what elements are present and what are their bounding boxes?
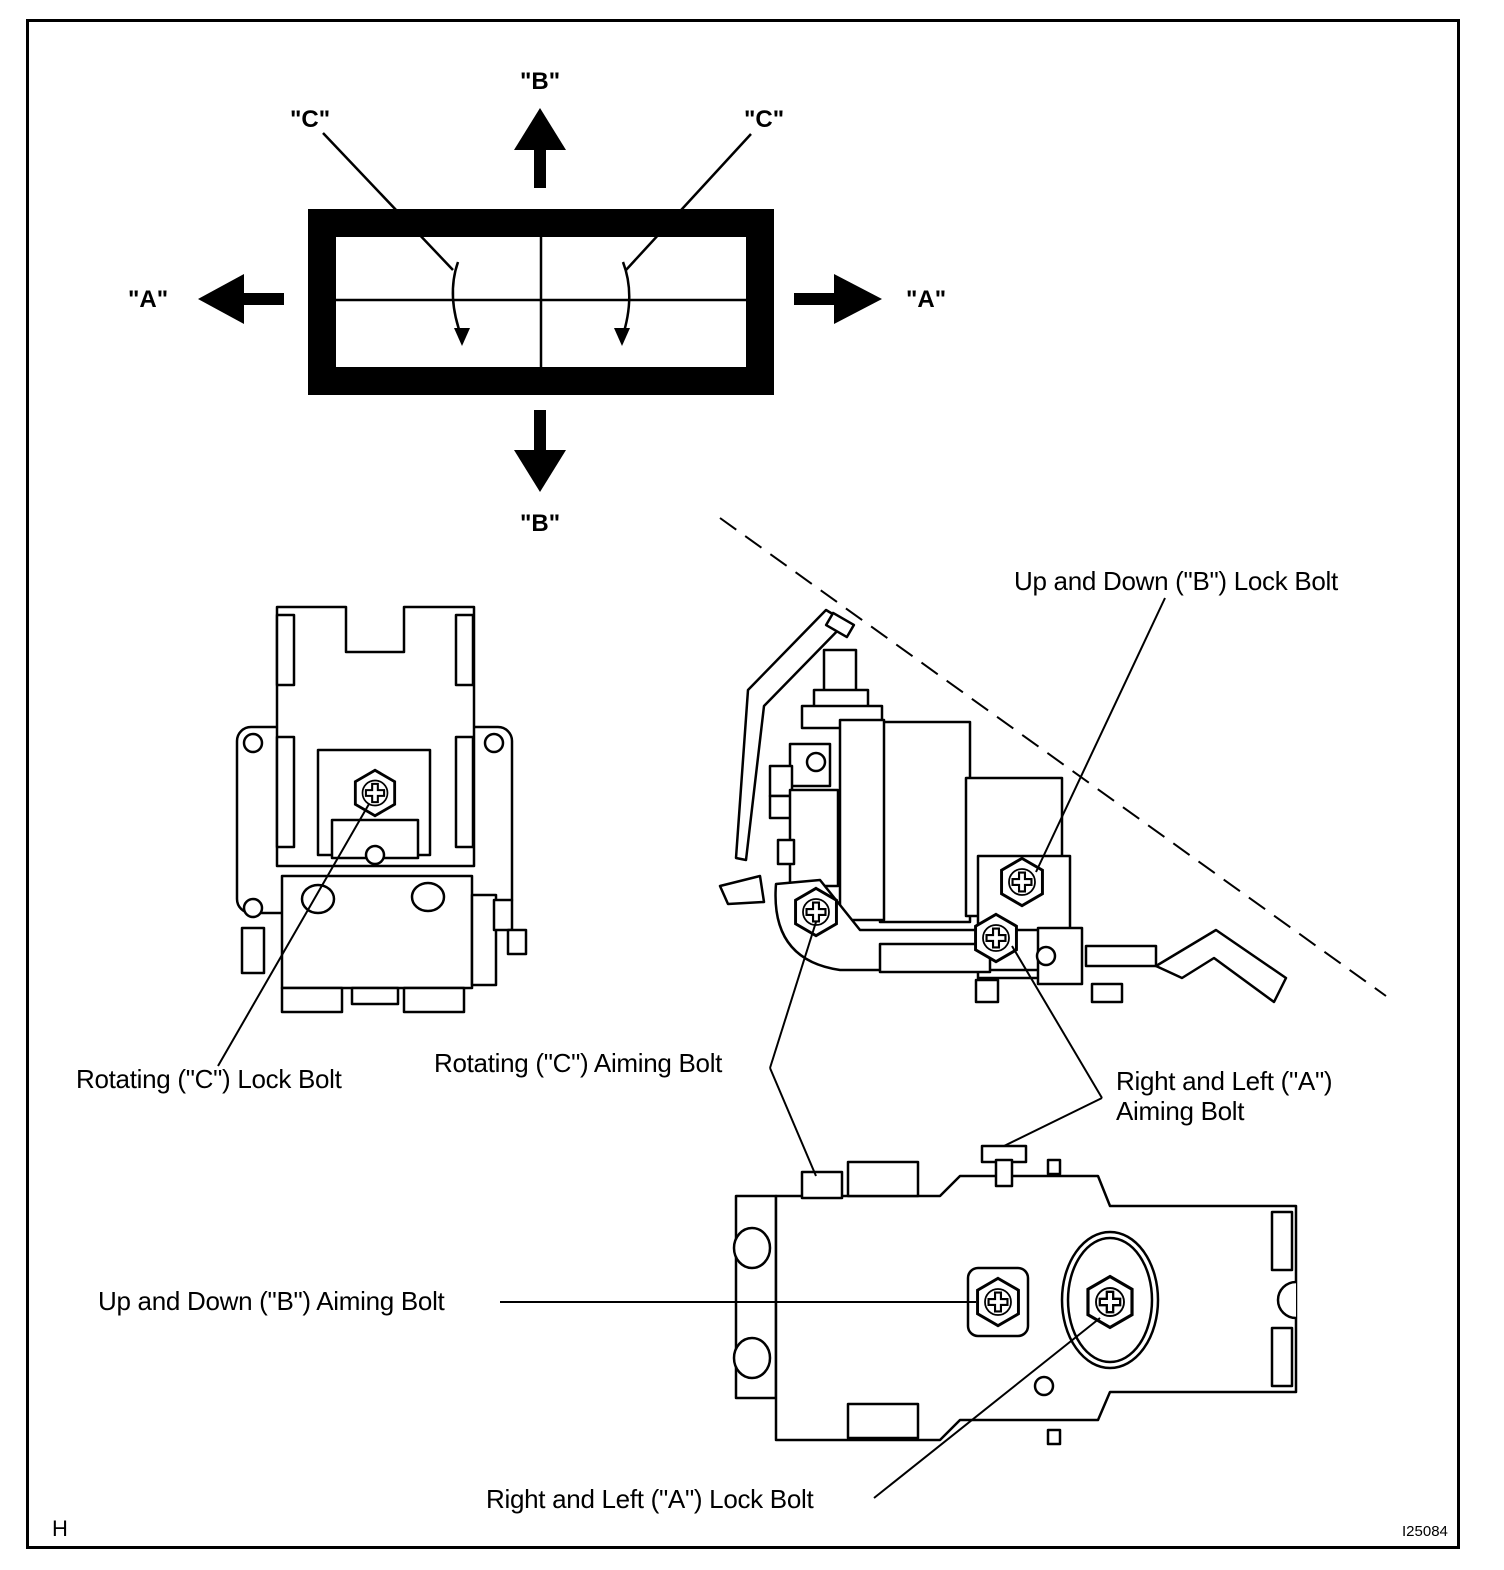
up-down-lock-bolt-icon bbox=[1000, 856, 1044, 908]
direction-c-left-label: "C" bbox=[290, 106, 331, 133]
dashed-divider bbox=[719, 517, 1387, 997]
aiming-screen bbox=[308, 209, 774, 395]
up-down-lock-bolt-label: Up and Down ("B") Lock Bolt bbox=[1014, 566, 1338, 596]
up-down-aiming-bolt-icon bbox=[976, 1276, 1020, 1328]
rotating-lock-bolt-label: Rotating ("C") Lock Bolt bbox=[76, 1064, 342, 1094]
direction-arrows bbox=[198, 108, 882, 492]
right-left-lock-bolt-icon bbox=[1086, 1274, 1134, 1330]
direction-a-right-label: "A" bbox=[906, 286, 947, 313]
right-left-aiming-bolt-side-icon bbox=[974, 912, 1018, 964]
up-down-aiming-bolt-label: Up and Down ("B") Aiming Bolt bbox=[98, 1286, 445, 1316]
direction-a-left-label: "A" bbox=[128, 286, 169, 313]
direction-b-top-label: "B" bbox=[520, 68, 561, 95]
section-letter: H bbox=[52, 1516, 68, 1541]
figure-id: I25084 bbox=[1402, 1523, 1448, 1540]
right-left-aiming-bolt-label-line1: Right and Left ("A") bbox=[1116, 1066, 1333, 1096]
rotating-lock-bolt-icon bbox=[353, 768, 397, 818]
rotating-aiming-bolt-label: Rotating ("C") Aiming Bolt bbox=[434, 1048, 723, 1078]
right-left-lock-bolt-label: Right and Left ("A") Lock Bolt bbox=[486, 1484, 814, 1514]
rotation-arrows bbox=[322, 132, 752, 346]
right-left-aiming-bolt-label-line2: Aiming Bolt bbox=[1116, 1096, 1245, 1126]
direction-b-bottom-label: "B" bbox=[520, 510, 561, 537]
figure-frame bbox=[26, 19, 1460, 1549]
rotating-aiming-bolt-side-icon bbox=[794, 886, 838, 938]
leader-lines bbox=[217, 597, 1166, 1499]
direction-c-right-label: "C" bbox=[744, 106, 785, 133]
